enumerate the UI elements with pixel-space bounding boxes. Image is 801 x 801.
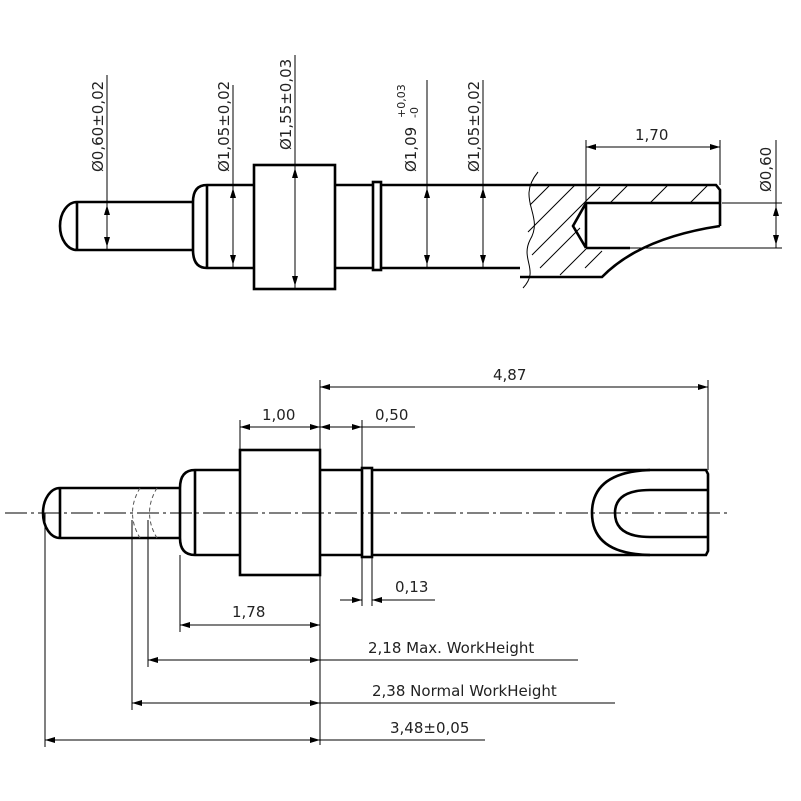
dim-tip-diameter: Ø0,60±0,02 (89, 81, 107, 172)
dim-ring-offset: 0,50 (375, 406, 408, 424)
section-hatching (527, 184, 709, 276)
dim-overall-tip: 3,48±0,05 (390, 719, 469, 737)
dim-ring-tol-lower: -0 (408, 107, 421, 118)
dim-shaft-diameter: Ø1,05±0,02 (465, 81, 483, 172)
dim-flange-diameter: Ø1,55±0,03 (277, 59, 295, 150)
dim-flange-width: 1,00 (262, 406, 295, 424)
dim-ring-width: 0,13 (395, 578, 428, 596)
top-view-pin (58, 163, 722, 291)
dim-bore-depth: 1,70 (635, 126, 668, 144)
dim-total-length: 4,87 (493, 366, 526, 384)
top-view-dimensions: Ø0,60±0,02 Ø1,05±0,02 Ø1,55±0,03 Ø1,09 +… (89, 55, 782, 289)
side-view-dimensions: 4,87 1,00 0,50 0,13 1,78 2,18 Max. WorkH… (44, 366, 709, 747)
dim-bore-diameter: Ø0,60 (757, 147, 775, 192)
dim-ring-diameter: Ø1,09 (402, 127, 420, 172)
dim-max-workheight: 2,18 Max. WorkHeight (368, 639, 534, 657)
dim-normal-workheight: 2,38 Normal WorkHeight (372, 682, 557, 700)
dim-collar-to-flange: 1,78 (232, 603, 265, 621)
side-view-pin (5, 448, 730, 577)
dim-collar-diameter: Ø1,05±0,02 (215, 81, 233, 172)
dim-ring-tol-upper: +0,03 (395, 84, 408, 118)
